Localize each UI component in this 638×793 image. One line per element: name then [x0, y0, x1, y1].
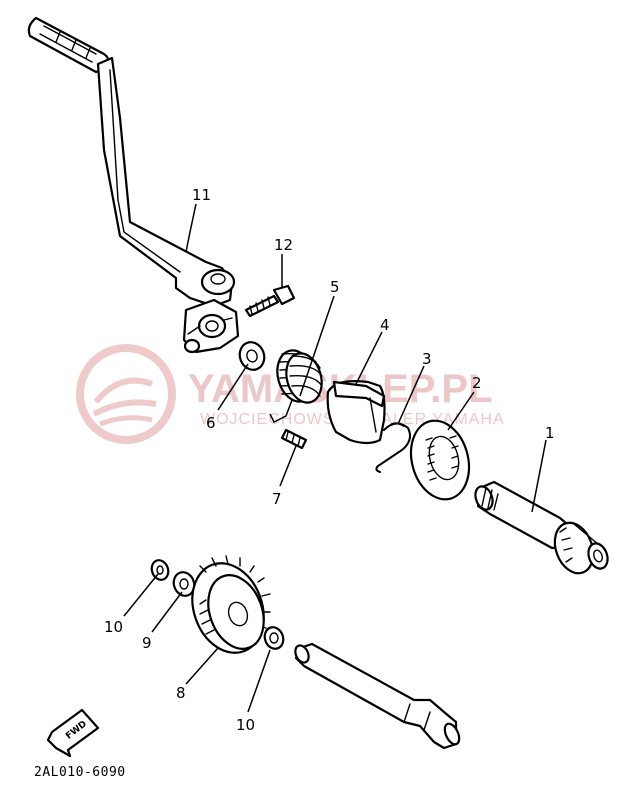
- callout-labels: 11 12 5 4 3 2 1 6 7 10 9 8 10: [104, 186, 555, 734]
- watermark-logo-icon: [76, 344, 176, 444]
- callout-4: 4: [380, 316, 390, 334]
- kick-crank-lever: [27, 16, 240, 354]
- clip-4: [326, 380, 386, 445]
- idle-gear-shaft: [294, 642, 461, 750]
- kick-idle-gear-8: [191, 555, 271, 654]
- callout-7: 7: [272, 490, 282, 508]
- circlip-10-lower: [263, 626, 285, 650]
- washer-6: [238, 341, 266, 371]
- callout-10-upper: 10: [104, 618, 123, 636]
- callout-2: 2: [472, 374, 482, 392]
- callout-1: 1: [545, 424, 555, 442]
- ratchet-wheel-2: [409, 419, 471, 501]
- callout-5: 5: [330, 278, 340, 296]
- callout-3: 3: [422, 350, 432, 368]
- circlip-10-upper: [150, 559, 170, 581]
- kick-axle-1: [474, 480, 609, 575]
- callout-6: 6: [206, 414, 216, 432]
- fwd-arrow-icon: FWD: [46, 708, 100, 758]
- callout-9: 9: [142, 634, 152, 652]
- washer-9: [172, 571, 196, 597]
- drawing-code: 2AL010-6090: [34, 765, 126, 780]
- leader-lines: [123, 203, 547, 713]
- callout-11: 11: [192, 186, 211, 204]
- torsion-spring-5: [269, 349, 323, 424]
- pin-7: [280, 428, 308, 450]
- callout-12: 12: [274, 236, 293, 254]
- callout-8: 8: [176, 684, 186, 702]
- bolt-12: [244, 284, 296, 318]
- callout-10-lower: 10: [236, 716, 255, 734]
